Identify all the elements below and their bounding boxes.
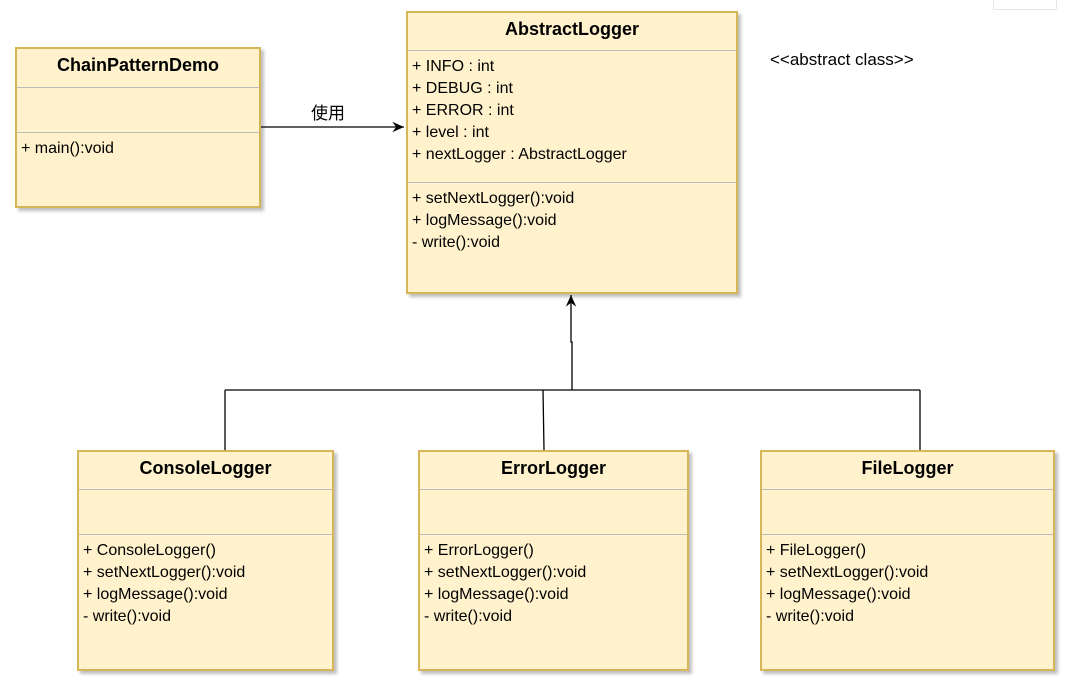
operation: - write():void	[424, 608, 513, 625]
operation: + setNextLogger():void	[424, 564, 587, 581]
class-error-logger[interactable]: ErrorLogger + ErrorLogger() + setNextLog…	[418, 450, 689, 671]
operation: - write():void	[766, 608, 855, 625]
operations-section: + FileLogger() + setNextLogger():void + …	[762, 535, 1053, 633]
operation: + FileLogger()	[766, 542, 867, 559]
class-chain-pattern-demo[interactable]: ChainPatternDemo + main():void	[15, 47, 261, 208]
class-name: ErrorLogger	[420, 452, 687, 490]
operations-section: + setNextLogger():void + logMessage():vo…	[408, 183, 736, 259]
operation: + main():void	[21, 140, 114, 157]
operation: + logMessage():void	[424, 586, 569, 603]
class-console-logger[interactable]: ConsoleLogger + ConsoleLogger() + setNex…	[77, 450, 334, 671]
operation: + logMessage():void	[412, 212, 557, 229]
inheritance-arrow	[565, 295, 577, 390]
uses-label: 使用	[311, 104, 345, 123]
attribute: + INFO : int	[412, 58, 495, 75]
class-name: AbstractLogger	[408, 13, 736, 51]
operations-section: + ConsoleLogger() + setNextLogger():void…	[79, 535, 332, 633]
operation: + ErrorLogger()	[424, 542, 534, 559]
attribute: + ERROR : int	[412, 102, 514, 119]
operations-section: + ErrorLogger() + setNextLogger():void +…	[420, 535, 687, 633]
operation: + setNextLogger():void	[83, 564, 246, 581]
attributes-section: + INFO : int + DEBUG : int + ERROR : int…	[408, 51, 736, 183]
attributes-section	[420, 490, 687, 535]
operation: + logMessage():void	[83, 586, 228, 603]
top-right-button[interactable]	[993, 0, 1057, 10]
error-link	[542, 389, 545, 451]
attribute: + level : int	[412, 124, 489, 141]
operations-section: + main():void	[17, 133, 259, 165]
attribute: + nextLogger : AbstractLogger	[412, 146, 627, 163]
stereotype-label: <<abstract class>>	[770, 50, 914, 69]
attributes-section	[17, 88, 259, 133]
class-file-logger[interactable]: FileLogger + FileLogger() + setNextLogge…	[760, 450, 1055, 671]
operation: + setNextLogger():void	[766, 564, 929, 581]
operation: - write():void	[412, 234, 501, 251]
class-name: ConsoleLogger	[79, 452, 332, 490]
operation: + logMessage():void	[766, 586, 911, 603]
class-name: ChainPatternDemo	[17, 49, 259, 88]
operation: + ConsoleLogger()	[83, 542, 216, 559]
class-name: FileLogger	[762, 452, 1053, 490]
operation: + setNextLogger():void	[412, 190, 575, 207]
attribute: + DEBUG : int	[412, 80, 513, 97]
attributes-section	[79, 490, 332, 535]
operation: - write():void	[83, 608, 172, 625]
class-abstract-logger[interactable]: AbstractLogger + INFO : int + DEBUG : in…	[406, 11, 738, 294]
attributes-section	[762, 490, 1053, 535]
